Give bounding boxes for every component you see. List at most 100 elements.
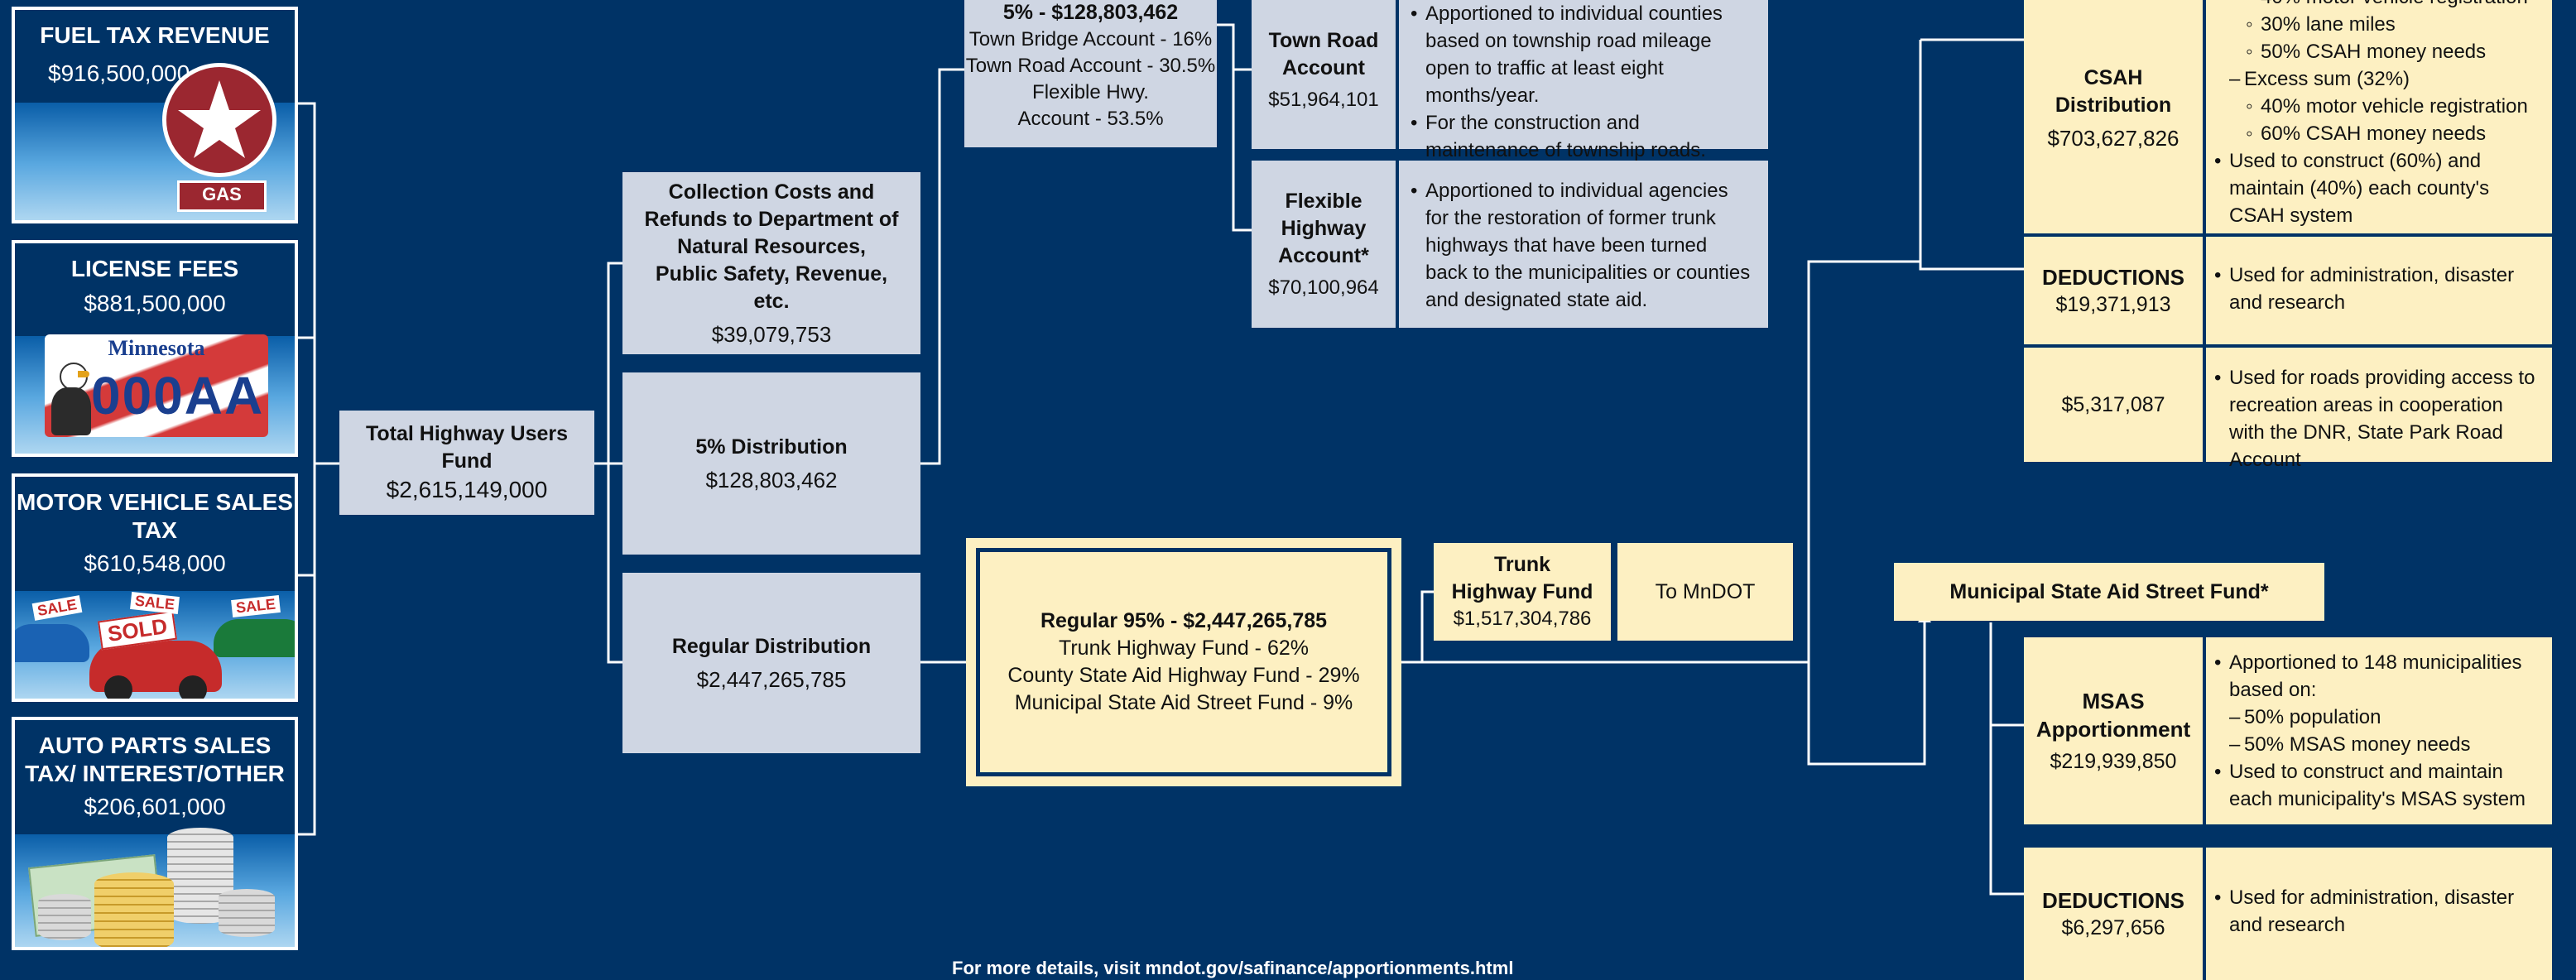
mvst-title: MOTOR VEHICLE SALES TAX [17, 489, 293, 543]
car-right-icon [214, 619, 295, 657]
five-pct-title: 5% Distribution [695, 435, 848, 459]
town-road-details: Apportioned to individual counties based… [1399, 0, 1768, 161]
five-pct-split-box: 5% - $128,803,462 Town Bridge Account - … [964, 0, 1217, 147]
csah-deductions-amount-2: $5,317,087 [2061, 392, 2165, 416]
msas-bullet-1: Apportioned to 148 municipalities based … [2214, 649, 2545, 704]
town-road-account-box: Town Road Account $51,964,101 [1252, 0, 1396, 149]
town-road-share: Town Road Account - 30.5% [965, 54, 1216, 77]
town-road-amount: $51,964,101 [1268, 89, 1379, 111]
regular-title: Regular Distribution [671, 634, 872, 658]
csah-used: Used to construct (60%) and maintain (40… [2214, 147, 2545, 229]
csah-deductions-text-2: Used for roads providing access to recre… [2206, 348, 2552, 471]
csah-share: County State Aid Highway Fund - 29% [1007, 664, 1360, 687]
flexible-hwy-share: Flexible Hwy. Account - 53.5% [1017, 80, 1164, 130]
msas-bullet-2: Used to construct and maintain each muni… [2214, 758, 2545, 813]
car-wheel-icon [104, 675, 132, 699]
msas-fund-title: Municipal State Aid Street Fund* [1949, 579, 2269, 603]
trunk-amount: $1,517,304,786 [1453, 608, 1592, 630]
flexible-bullet-1: Apportioned to individual agencies for t… [1411, 177, 1753, 314]
trunk-highway-fund-box: Trunk Highway Fund $1,517,304,786 [1434, 543, 1611, 641]
csah-title: CSAH Distribution [2055, 66, 2172, 117]
auto-parts-title: AUTO PARTS SALES TAX/ INTEREST/OTHER [25, 733, 285, 786]
to-mndot-label: To MnDOT [1655, 579, 1756, 603]
license-plate-icon: Minnesota 000AA [45, 334, 268, 437]
csah-details: 40% motor vehicle registration 30% lane … [2206, 0, 2552, 233]
csah-deductions-box-2: $5,317,087 [2024, 348, 2203, 462]
footer-link[interactable]: For more details, visit mndot.gov/safina… [952, 958, 1514, 978]
license-fees-panel: LICENSE FEES $881,500,000 Minnesota 000A… [12, 240, 298, 457]
regular-95-outer: Regular 95% - $2,447,265,785 Trunk Highw… [966, 538, 1401, 786]
total-highway-users-fund: Total Highway Users Fund $2,615,149,000 [339, 411, 594, 515]
csah-excess-1: 40% motor vehicle registration [2246, 93, 2545, 120]
five-pct-split-header: 5% - $128,803,462 [1002, 0, 1179, 24]
town-road-bullet-1: Apportioned to individual counties based… [1411, 0, 1758, 109]
regular-distribution-box: Regular Distribution $2,447,265,785 [622, 573, 920, 753]
motor-vehicle-sales-tax-panel: MOTOR VEHICLE SALES TAX $610,548,000 SAL… [12, 473, 298, 702]
plate-state-label: Minnesota [108, 336, 205, 360]
msas-deductions-text: Used for administration, disaster and re… [2206, 848, 2552, 980]
fuel-tax-panel: FUEL TAX REVENUE $916,500,000 GAS [12, 7, 298, 223]
msas-share: Municipal State Aid Street Fund - 9% [1014, 691, 1353, 714]
msas-amount: $219,939,850 [2050, 749, 2177, 773]
collection-costs-box: Collection Costs and Refunds to Departme… [622, 172, 920, 354]
msas-title: MSAS Apportionment [2035, 688, 2191, 742]
flexible-title: Flexible Highway Account* [1278, 189, 1369, 267]
fuel-tax-amount: $916,500,000 [48, 60, 190, 86]
csah-excess-2: 60% CSAH money needs [2246, 120, 2545, 147]
flexible-details: Apportioned to individual agencies for t… [1399, 161, 1768, 328]
csah-deductions-amount-1: $19,371,913 [2055, 292, 2171, 316]
msas-sub-2: 50% MSAS money needs [2229, 731, 2545, 758]
town-road-title: Town Road Account [1268, 29, 1379, 79]
car-left-icon [15, 624, 89, 662]
collection-costs-amount: $39,079,753 [711, 321, 832, 347]
csah-criteria-2: 30% lane miles [2246, 11, 2545, 38]
fuel-tax-title: FUEL TAX REVENUE [40, 22, 270, 48]
town-bridge-share: Town Bridge Account - 16% [968, 27, 1213, 50]
license-fees-amount: $881,500,000 [84, 291, 226, 316]
csah-distribution-box: CSAH Distribution $703,627,826 [2024, 0, 2203, 233]
msas-details: Apportioned to 148 municipalities based … [2206, 637, 2552, 824]
coin-stack-icon [219, 889, 275, 937]
msas-sub-1: 50% population [2229, 704, 2545, 731]
msas-deductions-box: DEDUCTIONS $6,297,656 [2024, 848, 2203, 980]
regular-amount: $2,447,265,785 [696, 666, 847, 692]
csah-deductions-bullet-2: Used for roads providing access to recre… [2214, 364, 2544, 473]
car-wheel-icon [179, 675, 207, 699]
gas-sign-icon [162, 63, 276, 177]
five-pct-amount: $128,803,462 [705, 467, 838, 492]
regular-95-header: Regular 95% - $2,447,265,785 [1040, 609, 1328, 632]
license-fees-title: LICENSE FEES [70, 256, 239, 281]
msas-deductions-title: DEDUCTIONS [2042, 887, 2184, 913]
msas-deductions-bullet: Used for administration, disaster and re… [2214, 884, 2544, 939]
csah-deductions-bullet-1: Used for administration, disaster and re… [2214, 262, 2544, 316]
auto-parts-panel: AUTO PARTS SALES TAX/ INTEREST/OTHER $20… [12, 717, 298, 950]
town-road-bullet-2: For the construction and maintenance of … [1411, 109, 1758, 164]
msas-apportionment-box: MSAS Apportionment $219,939,850 [2024, 637, 2203, 824]
flexible-highway-account-box: Flexible Highway Account* $70,100,964 [1252, 161, 1396, 328]
csah-criteria-1: 40% motor vehicle registration [2246, 0, 2545, 11]
msas-fund-box: Municipal State Aid Street Fund* [1894, 563, 2324, 621]
gold-coin-stack-icon [94, 872, 174, 947]
trunk-title: Trunk Highway Fund [1451, 553, 1593, 603]
mvst-amount: $610,548,000 [84, 550, 226, 576]
csah-deductions-title: DEDUCTIONS [2042, 264, 2184, 290]
collection-costs-title: Collection Costs and Refunds to Departme… [644, 180, 899, 313]
csah-excess: Excess sum (32%) [2229, 65, 2545, 93]
auto-parts-amount: $206,601,000 [84, 794, 226, 819]
csah-criteria-3: 50% CSAH money needs [2246, 38, 2545, 65]
flexible-amount: $70,100,964 [1268, 276, 1379, 299]
regular-95-inner: Regular 95% - $2,447,265,785 Trunk Highw… [976, 548, 1391, 776]
trunk-highway-share: Trunk Highway Fund - 62% [1059, 637, 1309, 660]
total-fund-amount: $2,615,149,000 [386, 477, 548, 502]
total-fund-title: Total Highway Users Fund [365, 422, 569, 473]
gas-sign-label: GAS [177, 180, 267, 212]
msas-deductions-amount: $6,297,656 [2061, 915, 2165, 939]
csah-amount: $703,627,826 [2047, 126, 2180, 151]
csah-deductions-text-1: Used for administration, disaster and re… [2206, 237, 2552, 344]
plate-number-label: 000AA [91, 366, 265, 425]
eagle-icon [48, 359, 94, 435]
coin-stack-icon [38, 894, 91, 940]
to-mndot-box: To MnDOT [1617, 543, 1793, 641]
csah-deductions-box-1: DEDUCTIONS $19,371,913 [2024, 237, 2203, 344]
five-pct-distribution-box: 5% Distribution $128,803,462 [622, 372, 920, 555]
